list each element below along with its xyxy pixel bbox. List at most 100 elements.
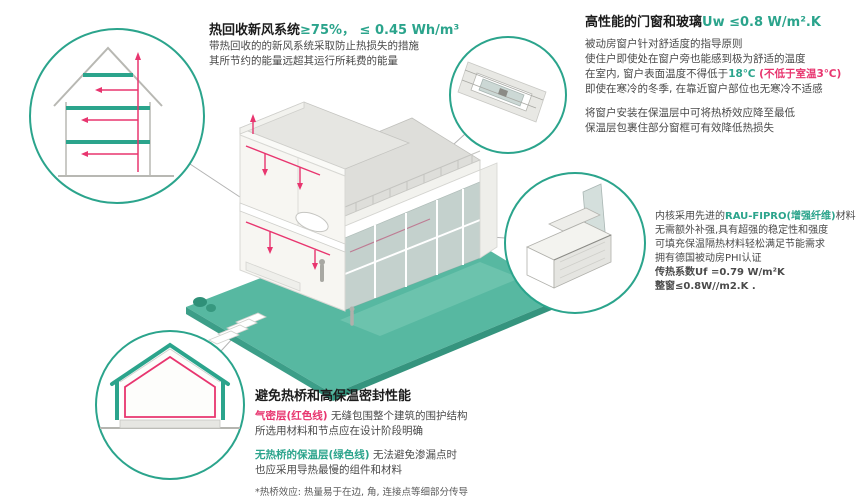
profile-line-2: 无需额外补强,具有超强的稳定性和强度 (655, 225, 829, 236)
profile-line-3: 可填充保温隔热材料轻松满足节能需求 (655, 239, 825, 250)
slab-attic (83, 73, 133, 77)
windows-line-4: 即使在寒冷的冬季, 在靠近窗户部位也无寒冷不适感 (585, 83, 823, 95)
gasket-line (553, 234, 612, 261)
ventilation-title: 热回收新风系统≥75%， ≤ 0.45 Wh/m³ (209, 22, 554, 39)
thermal-p1-line-2: 所选用材料和节点应在设计阶段明确 (255, 425, 423, 437)
vent-riser-arrow (135, 52, 141, 60)
ventilation-title-main: 热回收新风系统 (209, 23, 301, 38)
bush (206, 304, 216, 312)
detail-line (464, 69, 544, 101)
platform-edge-right (333, 297, 566, 401)
person-figure (319, 259, 325, 282)
profile-line-4: 拥有德国被动房PHI认证 (655, 253, 762, 264)
callout-circle-window-corner (449, 36, 567, 154)
thermal-house-drawing (100, 342, 240, 429)
duct-upper-run (245, 145, 321, 176)
thermal-p2-label: 无热桥的保温层(绿色线) (255, 449, 370, 461)
duct-upper-arrow (262, 169, 268, 176)
windows-line-6: 保温层包裹住部分窗框可有效降低热损失 (585, 122, 774, 134)
profile-line-1-post: 材料 (835, 211, 856, 222)
profile-text-block: 内核采用先进的RAU-FIPRO(增强纤维)材料 无需额外补强,具有超强的稳定性… (655, 210, 863, 294)
roof-exhaust-arrow (250, 114, 256, 122)
profile-drawing (526, 183, 612, 289)
insulation-roof-line (110, 342, 230, 386)
callout-circle-thermal (95, 330, 245, 480)
vent-branch-arrow (95, 87, 102, 93)
profile-line-1-pre: 内核采用先进的 (655, 211, 725, 222)
thermal-text-block: 避免热桥和高保温密封性能 气密层(红色线) 无缝包围整个建筑的围护结构 所选用材… (255, 388, 585, 499)
ventilation-line-2: 其所节约的能量远超其运行所耗费的能量 (209, 55, 398, 67)
thermal-p2-rest: 无法避免渗漏点时 (369, 449, 457, 461)
foundation-slab (119, 419, 221, 429)
kitchen-cabinet (245, 261, 301, 292)
floor-slab (239, 202, 346, 253)
windows-line-5: 将窗户安装在保温层中可将热桥效应降至最低 (585, 107, 795, 119)
house-cutaway (238, 101, 498, 326)
windows-line-3-pre: 在室内, 窗户表面温度不得低于 (585, 68, 729, 80)
chamber-line (559, 241, 606, 263)
callout-circle-ventilation (29, 28, 205, 204)
windows-line-1: 被动房窗户针对舒适度的指导原则 (585, 38, 743, 50)
slab-lower (66, 140, 150, 144)
thermal-title: 避免热桥和高保温密封性能 (255, 389, 412, 404)
entry-stairs (208, 312, 267, 345)
platform-path (340, 262, 520, 336)
glass-mullions (344, 189, 481, 298)
duct-ground-arrow (267, 247, 273, 254)
window-corner-drawing (457, 61, 547, 123)
bush (193, 297, 207, 307)
vent-branch-arrow (81, 117, 88, 123)
thermal-p2-line-1: 无热桥的保温层(绿色线) 无法避免渗漏点时 (255, 448, 585, 463)
thermal-p1-label: 气密层(红色线) (255, 410, 328, 422)
vent-branch-arrow (81, 151, 88, 157)
windows-title: 高性能的门窗和玻璃Uw ≤0.8 W/m².K (585, 14, 860, 31)
windows-line-3: 在室内, 窗户表面温度不得低于18℃ (不低于室温3℃) (585, 67, 860, 82)
stair-step (208, 330, 240, 345)
person-figure-outside (349, 306, 355, 326)
windows-line-3-temp: 18℃ (728, 68, 760, 80)
tall-block (238, 101, 411, 312)
tall-roof-fascia-left (239, 101, 305, 135)
profile-upper-piece (548, 207, 601, 232)
person-head (349, 306, 355, 312)
windows-title-value: Uw ≤0.8 W/m².K (702, 15, 821, 30)
ventilation-title-value: ≥75%， ≤ 0.45 Wh/m³ (300, 23, 460, 38)
windows-line-2: 使住户即使处在窗户旁也能感到极为舒适的温度 (585, 53, 806, 65)
person-head (319, 259, 325, 265)
thermal-p1-line-1: 气密层(红色线) 无缝包围整个建筑的围护结构 (255, 409, 585, 424)
callout-ring (29, 28, 205, 204)
glass-transom (344, 219, 481, 275)
profile-line-5: 传热系数Uf =0.79 W/m²K (655, 267, 785, 278)
profile-line-1: 内核采用先进的RAU-FIPRO(增强纤维)材料 (655, 210, 863, 224)
ventilation-line-1: 带热回收的的新风系统采取防止热损失的措施 (209, 40, 419, 52)
chamber-line (559, 249, 606, 271)
frame-hardware (498, 88, 508, 97)
inner-roof-line (119, 348, 221, 383)
house-body (122, 350, 218, 418)
thermal-p2-line-2: 也应采用导热最慢的组件和材料 (255, 464, 402, 476)
duct-ground-run (245, 221, 331, 256)
right-return-wall (479, 162, 498, 259)
thermal-p1-rest: 无缝包围整个建筑的围护结构 (327, 410, 468, 422)
airtight-red-line (124, 355, 216, 418)
windows-line-3-note: (不低于室温3℃) (759, 68, 842, 80)
ventilation-text-block: 热回收新风系统≥75%， ≤ 0.45 Wh/m³ 带热回收的的新风系统采取防止… (209, 22, 554, 69)
garden-bushes (193, 297, 216, 312)
duct-ground-arrow (312, 263, 318, 270)
callout-circle-profile (504, 172, 646, 314)
roof-railing (355, 154, 473, 211)
section-drawing (53, 46, 174, 177)
thermal-footnote: *热桥效应: 热量易于在边, 角, 连接点等细部分传导 (255, 487, 469, 498)
slab-upper (66, 106, 150, 110)
duct-upper-arrow (297, 183, 303, 190)
windows-title-main: 高性能的门窗和玻璃 (585, 15, 703, 30)
profile-line-6: 整窗≤0.8W//m2.K . (655, 281, 756, 292)
profile-line-1-brand: RAU-FIPRO(增强纤维) (725, 211, 836, 222)
bathtub (295, 211, 329, 233)
platform-edge-left (186, 307, 333, 401)
windows-text-block: 高性能的门窗和玻璃Uw ≤0.8 W/m².K 被动房窗户针对舒适度的指导原则 … (585, 14, 860, 136)
cutaway-face (239, 134, 346, 312)
section-roof (53, 46, 163, 107)
